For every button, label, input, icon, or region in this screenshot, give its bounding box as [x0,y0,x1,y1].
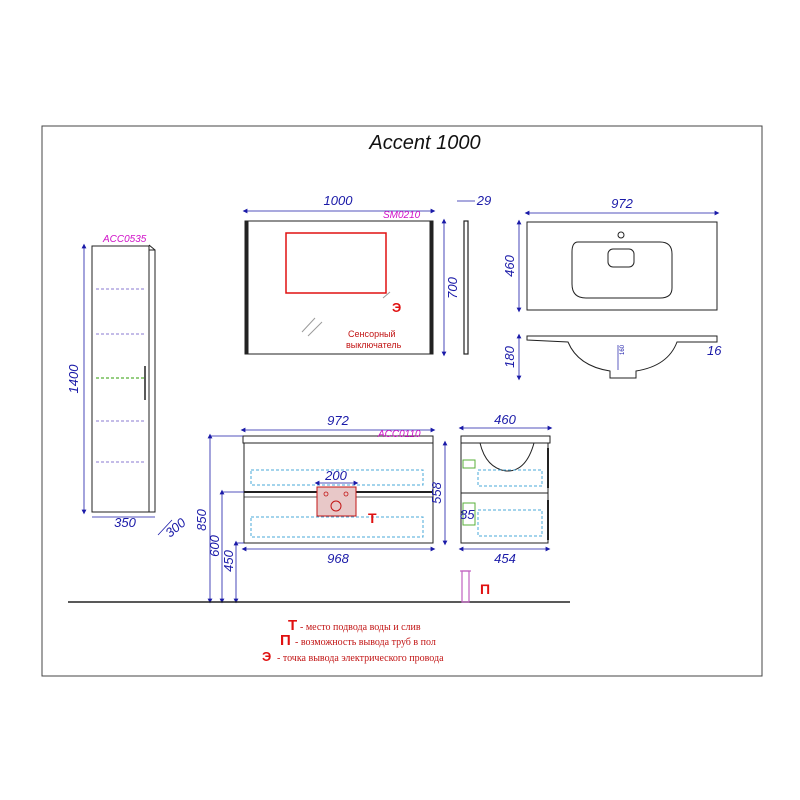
legend-symbol-3: Э [262,649,271,664]
legend-symbol-1: Т [288,617,297,634]
drawing-frame [41,125,763,677]
mirror-height-label: 700 [445,276,460,298]
floor-height-450-label: 450 [221,549,236,571]
legend-text-2: - возможность вывода труб в пол [295,637,436,648]
floor-pipe-marker: П [480,581,490,597]
vanity-inner-depth-label: 85 [460,507,475,522]
vanity-top-width-label: 972 [327,413,349,428]
floor-pipe [460,570,471,603]
pencil-case-front [91,244,156,513]
vanity-side-bottom-label: 454 [494,551,516,566]
vanity-height-label: 558 [429,481,444,503]
basin-front-view: 160 [526,335,718,379]
floor-height-850-label: 850 [194,508,209,530]
mirror-switch-label-2: выключатель [346,340,402,350]
legend-symbol-2: П [280,632,291,649]
pencil-depth-dim-line [157,519,173,536]
legend-text-1: - место подвода воды и слив [300,622,421,633]
vanity-water-marker: Т [368,510,377,526]
pencil-case-code-label: ACC0535 [102,234,147,245]
basin-rim-label: 16 [707,343,722,358]
mirror-switch-label-1: Сенсорный [348,329,396,339]
legend: Т - место подвода воды и слив П - возмож… [262,617,444,664]
mirror-side-view [463,220,469,355]
legend-text-3: - точка вывода электрического провода [277,653,444,664]
mirror-depth-label: 29 [476,193,491,208]
vanity-code-label: ACC0110 [377,429,421,440]
basin-depth-label: 460 [502,254,517,276]
basin-width-label: 972 [611,196,633,211]
mirror-code-label: SM0210 [383,210,421,221]
vanity-front-view [242,435,434,544]
pencil-height-label: 1400 [66,364,81,394]
floor-height-600-label: 600 [207,534,222,556]
drawing-title: Accent 1000 [368,132,480,154]
mirror-electric-marker: Э [392,300,401,315]
basin-top-view [526,221,718,311]
basin-height-label: 180 [502,345,517,367]
vanity-body-width-label: 968 [327,551,349,566]
mirror-front-view [244,220,434,355]
vanity-side-top-label: 460 [494,412,516,427]
floor-level-dims [207,433,244,604]
pencil-depth-label: 300 [162,514,189,540]
mirror-led-panel [285,232,387,294]
pencil-width-label: 350 [114,515,136,530]
mirror-width-label: 1000 [324,193,354,208]
vanity-drain-width-label: 200 [324,468,347,483]
vanity-side-view [460,435,551,544]
basin-bowl-depth-label: 160 [620,344,626,355]
